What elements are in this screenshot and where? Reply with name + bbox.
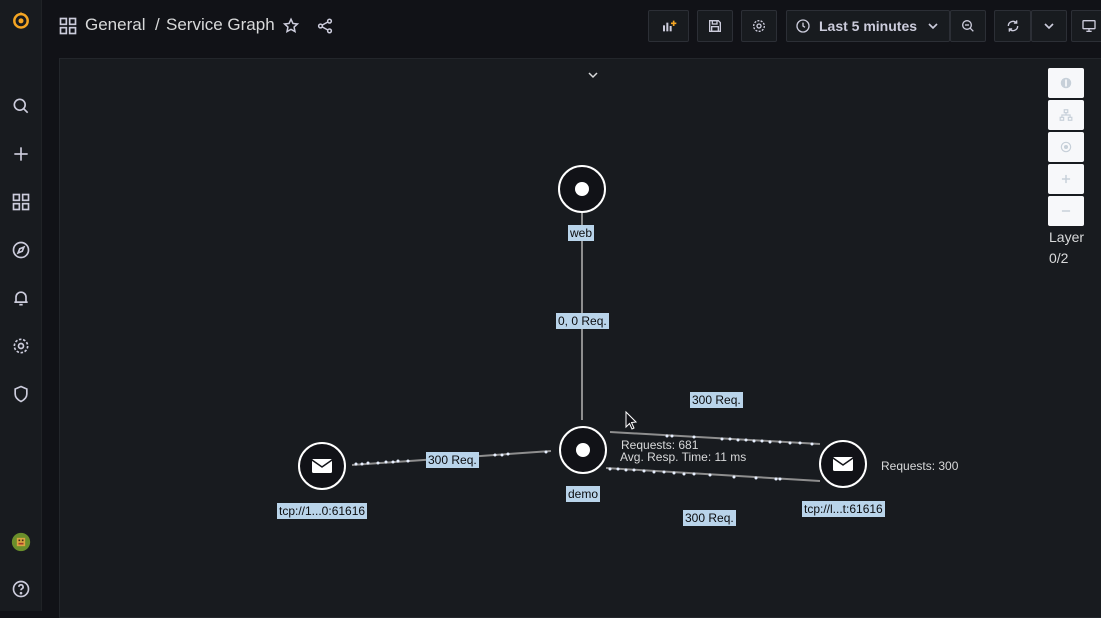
dashboard-grid-icon xyxy=(58,16,78,36)
share-icon[interactable] xyxy=(316,17,334,35)
shield-icon[interactable] xyxy=(0,376,42,412)
envelope-icon xyxy=(832,457,854,471)
dot-icon xyxy=(575,182,589,196)
bell-icon[interactable] xyxy=(0,280,42,316)
page-title[interactable]: Service Graph xyxy=(166,15,275,34)
time-picker-button[interactable]: Last 5 minutes xyxy=(786,10,950,42)
edge-label-tcp-left-demo[interactable]: 300 Req. xyxy=(426,452,479,468)
dot-icon xyxy=(576,443,590,457)
node-demo[interactable] xyxy=(559,426,607,474)
node-label-demo[interactable]: demo xyxy=(566,486,601,502)
edge-label-demo-tcp-right-2[interactable]: 300 Req. xyxy=(683,510,736,526)
layout-hierarchy-button[interactable] xyxy=(1048,100,1084,130)
breadcrumb-separator: / xyxy=(155,15,160,34)
layer-label: Layer xyxy=(1049,229,1085,245)
avatar[interactable] xyxy=(0,524,42,560)
mouse-cursor-icon xyxy=(625,410,638,430)
node-label-web[interactable]: web xyxy=(568,225,595,241)
clock-icon xyxy=(795,18,811,34)
edge-demo-tcp-right-2[interactable] xyxy=(605,467,821,482)
refresh-interval-dropdown[interactable] xyxy=(1031,10,1067,42)
chevron-down-icon xyxy=(1041,18,1057,34)
minus-icon xyxy=(1061,210,1071,212)
layout-grid-toggle-button[interactable] xyxy=(1048,68,1084,98)
edge-label-demo-tcp-right-1[interactable]: 300 Req. xyxy=(690,392,743,408)
add-panel-button[interactable] xyxy=(648,10,689,42)
grid-layout-icon xyxy=(1060,77,1072,89)
node-stat-demo-response-time: Avg. Resp. Time: 11 ms xyxy=(620,450,747,464)
refresh-button[interactable] xyxy=(994,10,1031,42)
center-view-button[interactable] xyxy=(1048,132,1084,162)
dashboards-icon[interactable] xyxy=(0,184,42,220)
compass-icon[interactable] xyxy=(0,232,42,268)
focus-icon xyxy=(1060,141,1072,153)
plus-icon xyxy=(1061,174,1071,184)
node-web[interactable] xyxy=(558,165,606,213)
node-tcp-left[interactable] xyxy=(298,442,346,490)
zoom-out-button[interactable] xyxy=(1048,196,1084,226)
breadcrumb-folder[interactable]: General xyxy=(85,15,146,34)
plus-icon[interactable] xyxy=(0,136,42,172)
star-icon[interactable] xyxy=(282,17,300,35)
edge-label-web-demo[interactable]: 0, 0 Req. xyxy=(556,313,609,329)
node-label-tcp-right[interactable]: tcp://l...t:61616 xyxy=(802,501,885,517)
tv-mode-button[interactable] xyxy=(1071,10,1101,42)
chevron-down-icon[interactable] xyxy=(588,72,598,79)
search-icon[interactable] xyxy=(0,88,42,124)
envelope-icon xyxy=(311,459,333,473)
sitemap-icon xyxy=(1059,109,1073,121)
help-icon[interactable] xyxy=(0,571,42,607)
save-button[interactable] xyxy=(697,10,733,42)
node-label-tcp-left[interactable]: tcp://1...0:61616 xyxy=(277,503,368,519)
edge-demo-tcp-right-1[interactable] xyxy=(609,431,821,445)
chevron-down-icon xyxy=(925,18,941,34)
layer-value: 0/2 xyxy=(1049,250,1069,266)
gear-icon[interactable] xyxy=(0,328,42,364)
node-stat-tcp-right-requests: Requests: 300 xyxy=(881,459,959,473)
settings-button[interactable] xyxy=(741,10,777,42)
traffic-dots xyxy=(354,434,814,481)
dashboard-navbar: General / Service Graph Last 5 minutes xyxy=(42,0,1101,54)
zoom-in-button[interactable] xyxy=(1048,164,1084,194)
zoom-out-time-button[interactable] xyxy=(950,10,986,42)
node-graph-panel xyxy=(59,58,1101,618)
side-menu xyxy=(0,0,42,611)
grafana-logo-icon[interactable] xyxy=(0,2,42,38)
node-tcp-right[interactable] xyxy=(819,440,867,488)
time-range-label: Last 5 minutes xyxy=(818,18,918,34)
node-stat-demo-requests: Requests: 681 xyxy=(621,438,699,452)
